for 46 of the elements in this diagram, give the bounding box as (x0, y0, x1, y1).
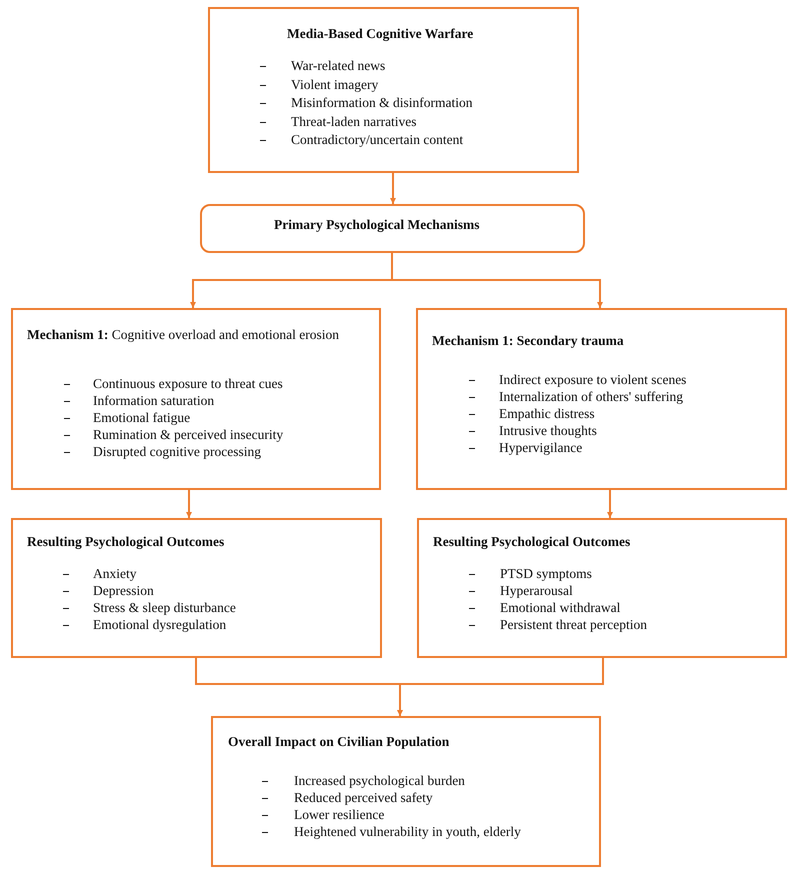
list-item: Intrusive thoughts (499, 422, 597, 439)
list-item: Emotional withdrawal (500, 599, 620, 616)
list-item: Lower resilience (294, 806, 384, 823)
box-heading: Media-Based Cognitive Warfare (287, 25, 474, 42)
connector-arrow (391, 253, 603, 308)
list-item: Misinformation & disinformation (291, 94, 472, 111)
rounded-process-box (200, 204, 585, 253)
list-item: Hyperarousal (500, 582, 573, 599)
list-item: Violent imagery (291, 76, 378, 92)
list-item: Persistent threat perception (500, 616, 647, 633)
list-item: Continuous exposure to threat cues (93, 375, 283, 392)
list-item: Internalization of others' suffering (499, 388, 683, 405)
process-box (416, 308, 787, 490)
list-item: Threat-laden narratives (291, 112, 417, 130)
connector-arrow (607, 490, 613, 518)
list-item: Heightened vulnerability in youth, elderly (294, 823, 521, 840)
connector-arrow (186, 490, 192, 518)
list-item: Disrupted cognitive processing (93, 443, 261, 460)
list-item: Indirect exposure to violent scenes (499, 371, 686, 388)
process-box (211, 716, 601, 867)
list-item: Anxiety (93, 565, 136, 582)
box-heading: Overall Impact on Civilian Population (228, 733, 450, 750)
list-item: War-related news (291, 57, 386, 74)
box-heading: Resulting Psychological Outcomes (27, 533, 224, 550)
list-item: Increased psychological burden (294, 772, 465, 789)
process-box (11, 308, 381, 490)
list-item: Empathic distress (499, 405, 595, 422)
list-item: Depression (93, 582, 154, 599)
box-heading: Mechanism 1: Cognitive overload and emotional erosion (27, 326, 340, 343)
list-item: Emotional dysregulation (93, 616, 226, 633)
list-item: Contradictory/uncertain content (291, 131, 464, 148)
list-item: Hypervigilance (499, 439, 582, 456)
list-item: PTSD symptoms (500, 565, 592, 582)
list-item: Emotional fatigue (93, 409, 190, 426)
box-heading: Primary Psychological Mechanisms (274, 216, 480, 233)
list-item: Reduced perceived safety (294, 789, 433, 806)
process-box (11, 518, 382, 658)
process-box (417, 518, 787, 658)
list-item: Stress & sleep disturbance (93, 599, 236, 616)
box-heading: Resulting Psychological Outcomes (433, 533, 630, 550)
box-heading: Mechanism 1: Secondary trauma (432, 332, 624, 349)
list-item: Rumination & perceived insecurity (93, 426, 284, 443)
process-box (208, 7, 579, 173)
connector-arrow (397, 658, 604, 716)
list-item: Information saturation (93, 392, 214, 409)
connector-arrow (390, 173, 396, 204)
